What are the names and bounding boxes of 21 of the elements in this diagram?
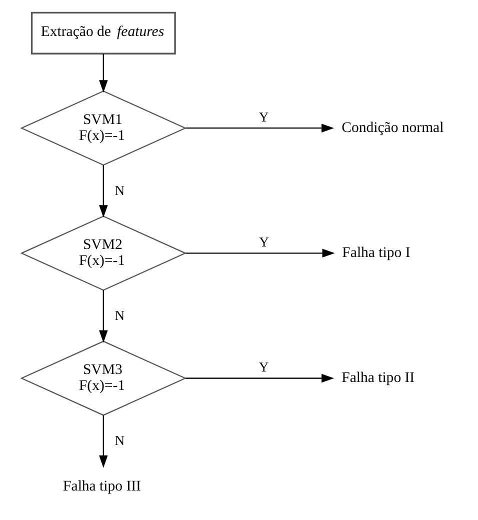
node-diamond: SVM1 F(x)=-1 bbox=[20, 90, 187, 166]
edge-label: N bbox=[114, 432, 125, 448]
arrow bbox=[186, 124, 334, 132]
node-text: Condição normal bbox=[342, 120, 444, 136]
arrow bbox=[99, 290, 108, 343]
arrow bbox=[99, 54, 108, 93]
node-text: Falha tipo II bbox=[342, 370, 415, 386]
arrow bbox=[186, 248, 335, 258]
node-diamond: SVM3 F(x)=-1 bbox=[20, 340, 187, 416]
arrow bbox=[186, 374, 334, 383]
edge-label: Y bbox=[258, 360, 269, 375]
arrow bbox=[99, 165, 108, 218]
edge-label: Y bbox=[258, 109, 269, 124]
edge-label: Y bbox=[259, 234, 270, 250]
edge-label: N bbox=[114, 182, 125, 198]
arrow bbox=[99, 415, 108, 468]
edge-label: N bbox=[114, 308, 125, 323]
node-text: Falha tipo III bbox=[63, 478, 141, 495]
node-box: Extração de features bbox=[30, 12, 176, 54]
node-diamond: SVM2 F(x)=-1 bbox=[20, 216, 187, 291]
node-text: Falha tipo I bbox=[342, 245, 410, 262]
